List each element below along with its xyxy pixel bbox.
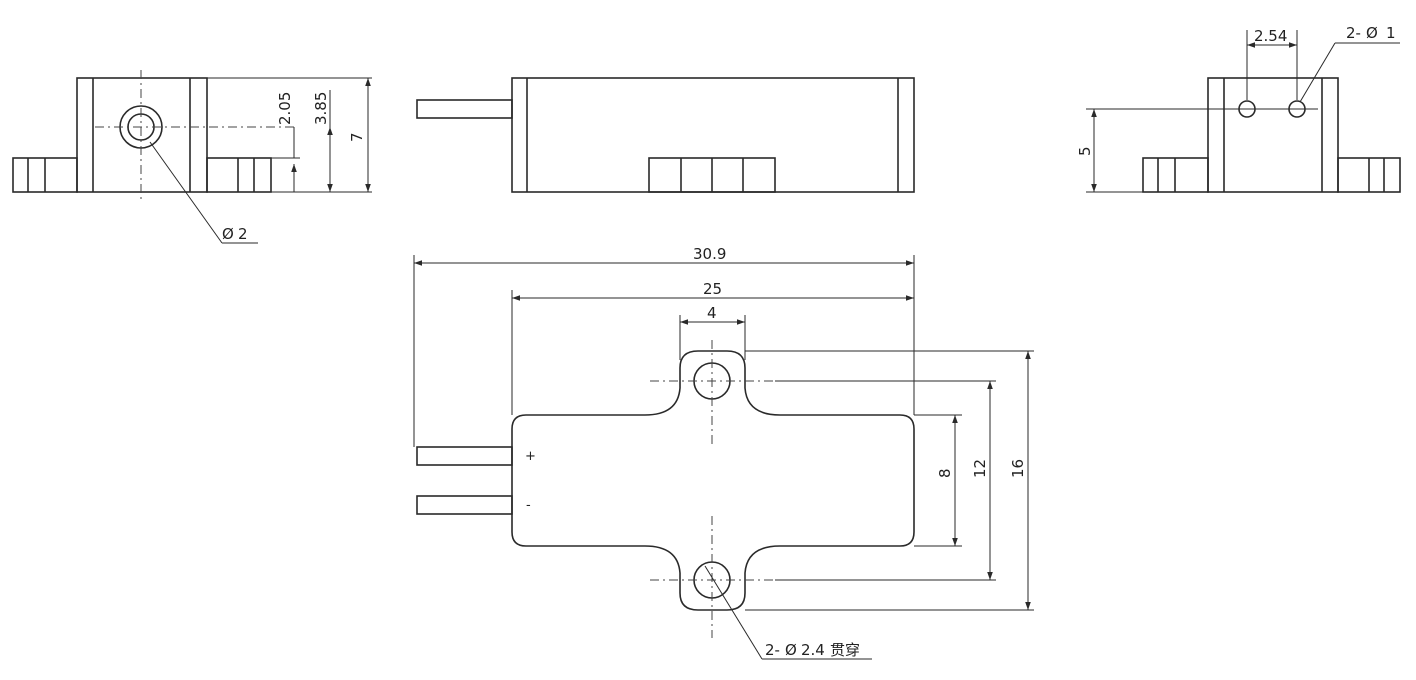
dim-8: 8 (936, 468, 954, 478)
dim-4: 4 (707, 304, 717, 322)
end-view: 2.54 2- Ø 1 5 (1076, 24, 1401, 193)
dim-30-9: 30.9 (693, 245, 726, 263)
svg-text:Ø: Ø (785, 641, 797, 659)
plan-view: + - 30.9 25 4 8 12 16 (413, 245, 1034, 660)
svg-text:2-: 2- (1346, 24, 1361, 42)
hole-callout-d2: Ø 2 (222, 225, 248, 243)
svg-text:贯穿: 贯穿 (830, 641, 860, 659)
svg-text:2.4: 2.4 (801, 641, 825, 659)
dim-7: 7 (348, 132, 366, 142)
dim-25: 25 (703, 280, 722, 298)
dim-5: 5 (1076, 146, 1094, 156)
mounting-hole-callout: 2- Ø 2.4 贯穿 (765, 641, 860, 659)
pin-callout: 2- Ø 1 (1346, 24, 1396, 42)
front-view: 2.05 3.85 7 Ø 2 (12, 70, 372, 244)
terminal-plus: + (525, 449, 536, 464)
svg-text:Ø: Ø (1366, 24, 1378, 42)
terminal-minus: - (526, 498, 531, 513)
dim-12: 12 (971, 459, 989, 478)
dim-2-54: 2.54 (1254, 27, 1287, 45)
svg-text:2: 2 (238, 225, 248, 243)
svg-text:1: 1 (1386, 24, 1396, 42)
side-view (416, 77, 915, 193)
svg-text:Ø: Ø (222, 225, 234, 243)
dim-2-05: 2.05 (276, 92, 294, 125)
dim-3-85: 3.85 (312, 92, 330, 125)
dim-16: 16 (1009, 459, 1027, 478)
svg-text:2-: 2- (765, 641, 780, 659)
